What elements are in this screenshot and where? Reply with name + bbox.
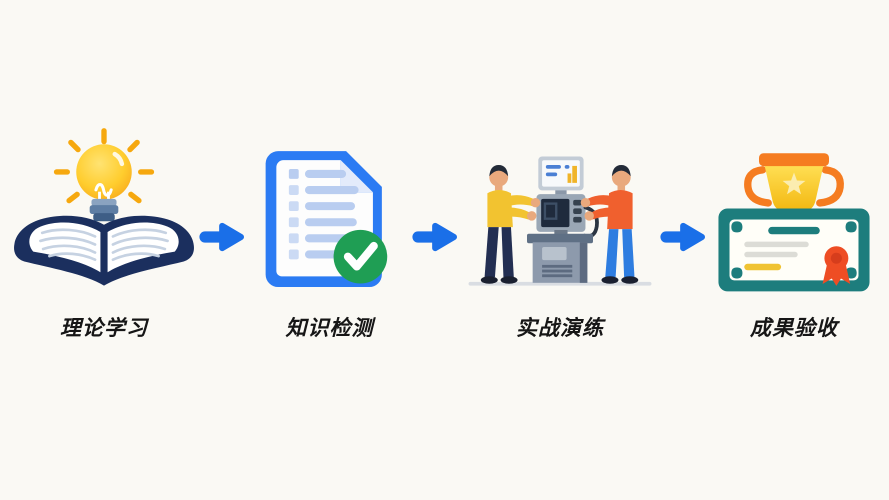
step-knowledge-test: 知识检测 xyxy=(247,111,412,342)
ribbon-seal-icon xyxy=(822,246,851,286)
step-theory-learning: 理论学习 xyxy=(9,111,199,342)
arrow-1 xyxy=(199,217,247,257)
arrow-2 xyxy=(412,217,460,257)
trophy-certificate-icon xyxy=(711,111,877,296)
checkmark-badge-icon xyxy=(333,229,387,284)
trophy-icon xyxy=(744,153,844,215)
step-label-results-acceptance: 成果验收 xyxy=(750,316,838,340)
step-label-theory-learning: 理论学习 xyxy=(60,316,148,340)
step-results-acceptance: 成果验收 xyxy=(708,111,880,342)
right-arrow-icon xyxy=(412,222,457,252)
right-arrow-icon xyxy=(660,222,705,252)
open-book-icon xyxy=(14,215,194,286)
step-label-knowledge-test: 知识检测 xyxy=(285,316,374,340)
workers-machine-icon xyxy=(461,111,659,296)
lightbulb-icon xyxy=(76,144,132,222)
machine-icon xyxy=(527,156,599,283)
step-label-practical-drill: 实战演练 xyxy=(516,316,604,340)
arrow-3 xyxy=(660,217,708,257)
document-checklist-check-icon xyxy=(258,111,402,296)
certificate-icon xyxy=(718,208,870,292)
worker-right-icon xyxy=(580,164,639,284)
worker-left-icon xyxy=(480,164,541,284)
star-icon xyxy=(782,172,806,195)
step-practical-drill: 实战演练 xyxy=(460,111,660,342)
right-arrow-icon xyxy=(199,222,244,252)
book-lightbulb-icon xyxy=(10,111,198,296)
light-rays xyxy=(53,128,155,204)
